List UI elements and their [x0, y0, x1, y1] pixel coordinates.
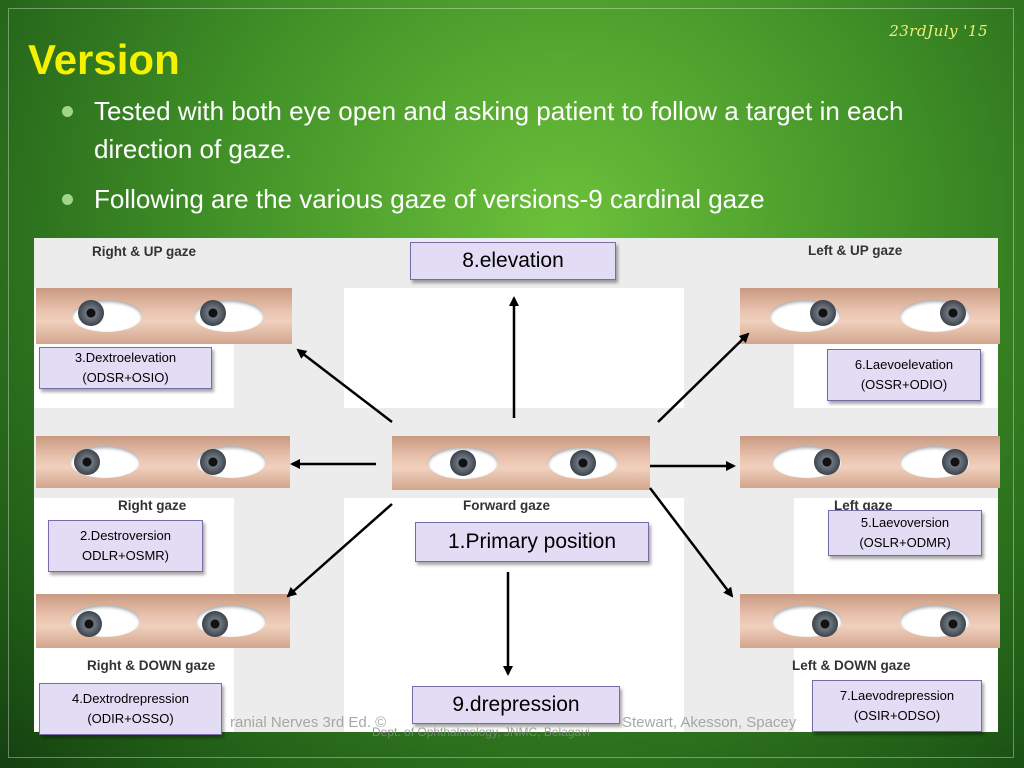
box-depression-text: 9.drepression — [452, 693, 580, 716]
box-line: 4.Dextrodrepression — [71, 691, 190, 706]
box-laevodepression: 7.Laevodrepression (OSIR+ODSO) — [812, 680, 982, 732]
eye-image-right-down — [36, 594, 290, 648]
eye-image-right — [36, 436, 290, 488]
slide-footer: Dept. of Ophthalmology, JNMC, Belagavi — [372, 725, 590, 739]
box-laevoelevation: 6.Laevoelevation (OSSR+ODIO) — [827, 349, 981, 401]
box-destroversion: 2.Destroversion ODLR+OSMR) — [48, 520, 203, 572]
image-credit: ranial Nerves 3rd Ed. © — [230, 714, 387, 731]
box-elevation-text: 8.elevation — [462, 249, 564, 272]
box-line: ODLR+OSMR) — [81, 548, 170, 563]
label-forward-gaze: Forward gaze — [463, 498, 551, 513]
bullet-list: Tested with both eye open and asking pat… — [62, 92, 922, 218]
arrow-down-right — [649, 487, 734, 598]
slide-title: Version — [28, 36, 180, 83]
bullet-dot-icon — [62, 194, 73, 205]
box-dextroelevation: 3.Dextroelevation (ODSR+OSIO) — [39, 347, 212, 389]
box-line: (ODIR+OSSO) — [87, 711, 174, 726]
label-right-gaze: Right gaze — [118, 498, 187, 513]
box-laevoversion: 5.Laevoversion (OSLR+ODMR) — [828, 510, 982, 556]
box-line: 2.Destroversion — [79, 528, 172, 543]
eye-image-left-down — [740, 594, 1000, 648]
bullet-dot-icon — [62, 106, 73, 117]
eye-image-right-up — [36, 288, 292, 344]
box-line: 7.Laevodrepression — [839, 688, 955, 703]
label-left-up-gaze: Left & UP gaze — [808, 243, 903, 258]
arrow-down-left — [286, 503, 393, 598]
eye-image-left — [740, 436, 1000, 488]
image-credit-right: Stewart, Akesson, Spacey — [622, 714, 797, 731]
arrow-up-left — [296, 348, 393, 423]
box-line: 3.Dextroelevation — [74, 350, 177, 365]
bullet-text: Tested with both eye open and asking pat… — [94, 96, 904, 164]
box-line: (ODSR+OSIO) — [82, 370, 169, 385]
slide-frame — [8, 8, 1014, 758]
box-depression: 9.drepression — [412, 686, 620, 724]
box-elevation: 8.elevation — [410, 242, 616, 280]
bullet-text: Following are the various gaze of versio… — [94, 184, 765, 214]
bullet-item: Following are the various gaze of versio… — [62, 180, 922, 218]
box-dextrodepression: 4.Dextrodrepression (ODIR+OSSO) — [39, 683, 222, 735]
eye-image-left-up — [740, 288, 1000, 344]
label-left-gaze: Left gaze — [834, 498, 893, 513]
box-line: (OSLR+ODMR) — [859, 535, 951, 550]
box-line: 6.Laevoelevation — [854, 357, 954, 372]
label-left-down-gaze: Left & DOWN gaze — [792, 658, 911, 673]
label-right-down-gaze: Right & DOWN gaze — [87, 658, 216, 673]
eye-image-forward — [392, 436, 650, 490]
arrow-up-right — [657, 332, 750, 423]
box-line: (OSSR+ODIO) — [860, 377, 948, 392]
box-primary-position: 1.Primary position — [415, 522, 649, 562]
box-primary-text: 1.Primary position — [447, 530, 617, 553]
slide-date: 23rdJuly '15 — [889, 22, 988, 40]
bullet-item: Tested with both eye open and asking pat… — [62, 92, 922, 168]
box-line: (OSIR+ODSO) — [853, 708, 941, 723]
label-right-up-gaze: Right & UP gaze — [92, 244, 197, 259]
box-line: 5.Laevoversion — [860, 515, 950, 530]
